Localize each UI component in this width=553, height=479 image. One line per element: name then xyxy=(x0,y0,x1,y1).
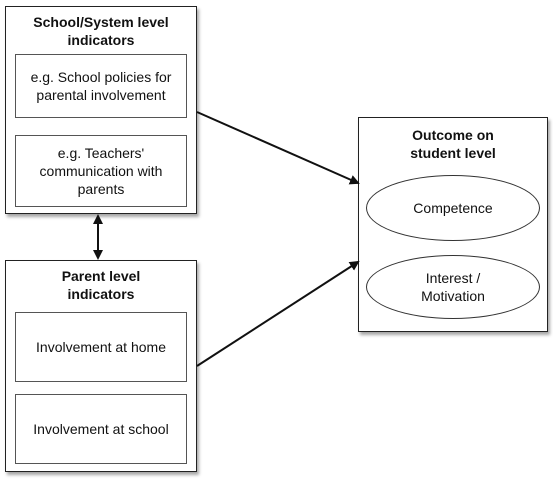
competence-label: Competence xyxy=(413,199,493,216)
involvement-home-item: Involvement at home xyxy=(15,312,187,382)
involvement-school-label: Involvement at school xyxy=(33,420,169,437)
teacher-communication-item: e.g. Teachers' communication with parent… xyxy=(15,135,187,207)
involvement-school-item: Involvement at school xyxy=(15,394,187,464)
school-policies-item: e.g. School policies for parental involv… xyxy=(15,54,187,118)
outcome-title: Outcome on student level xyxy=(410,127,496,162)
school-system-title: School/System level indicators xyxy=(33,14,169,49)
interest-motivation-label: Interest / Motivation xyxy=(421,269,485,304)
teacher-communication-label: e.g. Teachers' communication with parent… xyxy=(39,144,163,198)
outcome-student-box: Outcome on student level Competence Inte… xyxy=(358,117,548,332)
parent-indicators-box: Parent level indicators Involvement at h… xyxy=(5,260,197,472)
parent-to-outcome-arrow xyxy=(196,260,360,367)
school-to-outcome-arrow xyxy=(196,111,360,185)
competence-ellipse: Competence xyxy=(366,175,540,241)
school-system-indicators-box: School/System level indicators e.g. Scho… xyxy=(5,6,197,214)
interest-motivation-ellipse: Interest / Motivation xyxy=(366,255,540,319)
involvement-home-label: Involvement at home xyxy=(36,338,166,355)
school-policies-label: e.g. School policies for parental involv… xyxy=(30,68,172,103)
parent-title: Parent level indicators xyxy=(61,268,141,303)
